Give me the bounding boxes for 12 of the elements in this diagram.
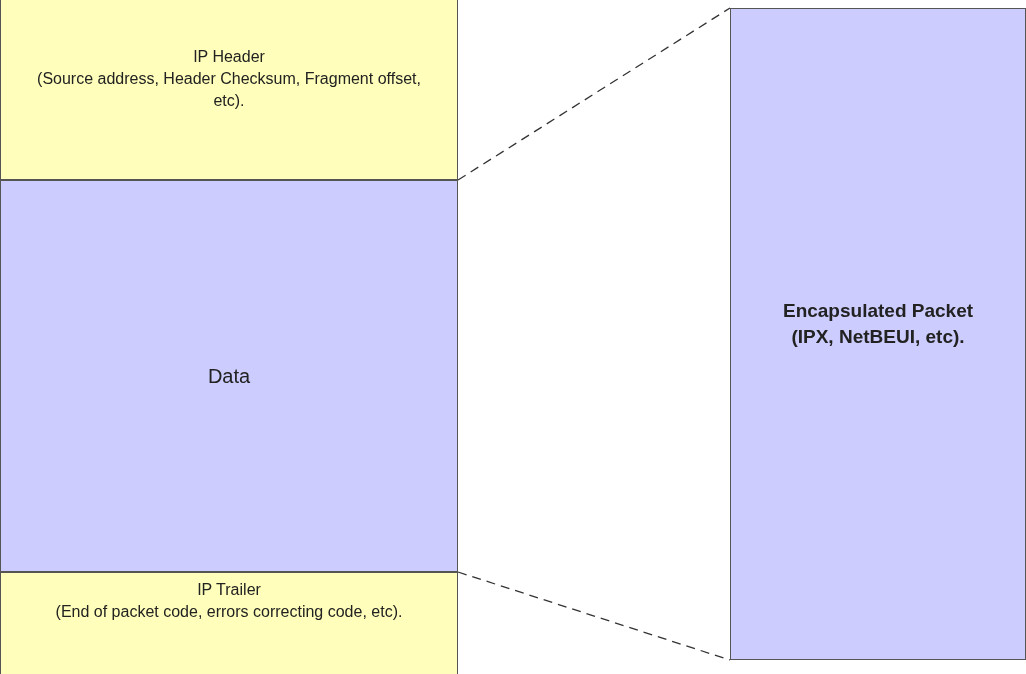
description-text: (Source address, Header Checksum, Fragment offset, etc). (36, 69, 422, 111)
header-box (0, 0, 458, 180)
label-text: Data (207, 365, 251, 387)
label-text: Encapsulated Packet (IPX, NetBEUI, etc). (781, 299, 975, 349)
dashed-connector (457, 571, 731, 661)
trailer-box (0, 572, 458, 674)
data-box (0, 180, 458, 572)
heading-text: IP Trailer (197, 580, 261, 600)
dashed-connector (457, 7, 731, 181)
heading-text: IP Header (193, 47, 265, 67)
description-text: (End of packet code, errors correcting code, etc). (54, 602, 404, 622)
packet-box (730, 8, 1026, 660)
